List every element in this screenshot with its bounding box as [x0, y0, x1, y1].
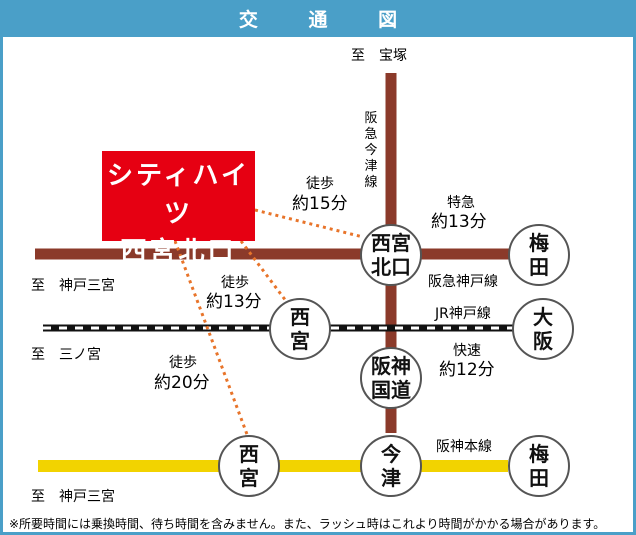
line-name-jr-kobe: JR神戸線 [435, 306, 491, 322]
map-title: 交 通 図 [3, 3, 633, 37]
property-box: シティハイツ 西宮北口 [102, 151, 255, 267]
line-name-hanshin-main: 阪神本線 [436, 439, 492, 455]
walk-hanshin-time: 約20分 [154, 373, 210, 393]
walk-route-kitaguchi [254, 208, 364, 239]
express-time: 約13分 [431, 212, 487, 232]
station-umeda-hankyu: 梅 田 [508, 224, 570, 286]
direction-takarazuka: 至 宝塚 [351, 48, 407, 64]
rapid-time: 約12分 [439, 360, 495, 380]
direction-sannomiya-jr: 至 三ノ宮 [31, 347, 101, 363]
station-label: 大 阪 [533, 305, 573, 353]
station-label: 今 津 [381, 442, 421, 490]
station-label: 阪神 [371, 354, 411, 378]
express-label: 特急 [447, 195, 475, 211]
station-label: 西宮 [371, 231, 411, 255]
station-label: 西 宮 [239, 442, 279, 490]
walk-route-jr [239, 240, 288, 302]
property-station: 西宮北口 [120, 237, 237, 267]
station-label: 梅 田 [529, 231, 569, 279]
station-label: 西 宮 [290, 305, 330, 353]
station-hanshin-kokudo: 阪神 国道 [360, 347, 422, 409]
walk-hanshin-label: 徒歩 [169, 355, 197, 371]
walk-jr-label: 徒歩 [221, 275, 249, 291]
station-label: 梅 田 [529, 442, 569, 490]
line-name-imazu: 阪急今津線 [364, 111, 378, 190]
station-label: 国道 [371, 378, 411, 402]
rapid-label: 快速 [453, 343, 481, 359]
footnote: ※所要時間には乗換時間、待ち時間を含みません。また、ラッシュ時はこれより時間がか… [9, 517, 606, 531]
station-umeda-hanshin: 梅 田 [508, 435, 570, 497]
line-name-hankyu-kobe: 阪急神戸線 [428, 274, 498, 290]
direction-kobe-sannomiya-hanshin: 至 神戸三宮 [31, 489, 115, 505]
station-nishinomiya-hanshin: 西 宮 [218, 435, 280, 497]
station-imazu: 今 津 [360, 435, 422, 497]
walk-kitaguchi-time: 約15分 [292, 194, 348, 214]
walk-jr-time: 約13分 [206, 292, 262, 312]
station-nishinomiya-jr: 西 宮 [269, 298, 331, 360]
direction-kobe-sannomiya-hankyu: 至 神戸三宮 [31, 278, 115, 294]
station-nishinomiya-kitaguchi: 西宮 北口 [360, 224, 422, 286]
station-label: 北口 [371, 255, 411, 279]
property-name: シティハイツ [107, 161, 250, 229]
station-osaka: 大 阪 [512, 298, 574, 360]
walk-kitaguchi-label: 徒歩 [306, 176, 334, 192]
